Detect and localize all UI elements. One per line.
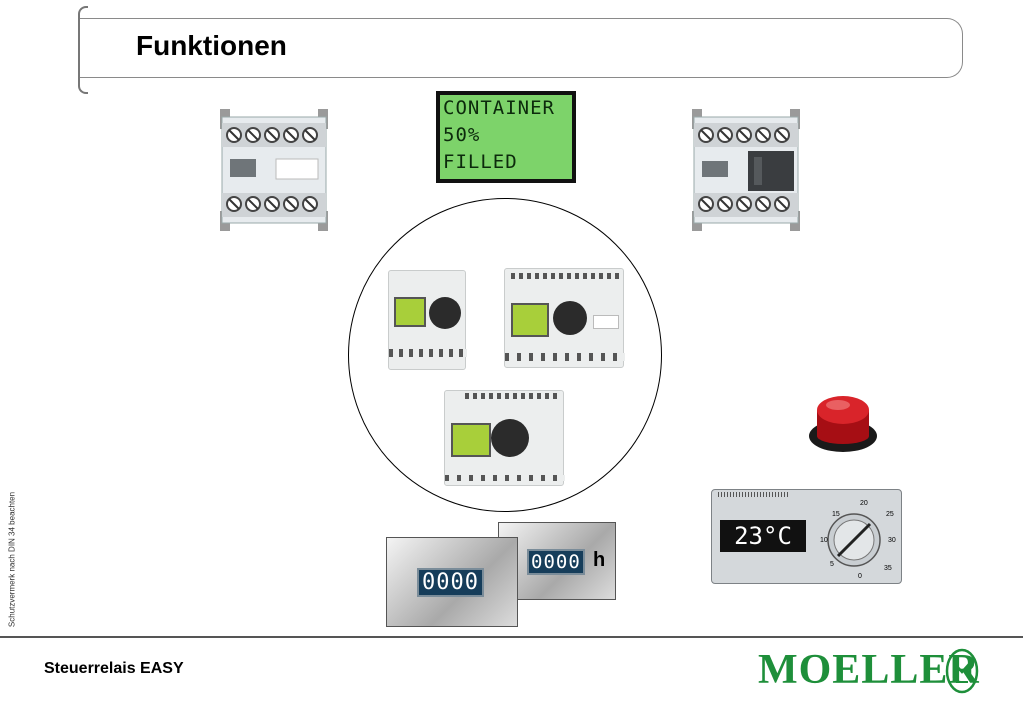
dial-label-30: 30	[888, 537, 896, 544]
dial-label-0: 0	[858, 573, 862, 580]
easy-lcd-screen	[394, 297, 426, 327]
easy-module-group	[348, 198, 662, 512]
lcd-line-1: CONTAINER	[443, 97, 555, 119]
dial-label-10: 10	[820, 537, 828, 544]
hour-counter: 0000 h	[498, 522, 616, 600]
easy-lcd-screen	[451, 423, 491, 457]
dial-label-35: 35	[884, 565, 892, 572]
easy-keypad	[491, 419, 529, 457]
dial-label-25: 25	[886, 511, 894, 518]
title-frame	[80, 18, 963, 78]
easy-lcd-screen	[511, 303, 549, 337]
copyright-note: Schutzvermerk nach DIN 34 beachten	[7, 491, 17, 628]
hour-counter-digits: 0000	[527, 549, 585, 575]
title-bracket	[78, 6, 88, 94]
pulse-counter-digits: 0000	[417, 568, 484, 597]
lcd-line-2: 50%	[443, 124, 481, 146]
easy-keypad	[553, 301, 587, 335]
easy-keypad	[429, 297, 461, 329]
easy-relay-small	[388, 270, 467, 370]
contactor-relay-icon	[220, 109, 328, 231]
footer-label: Steuerrelais EASY	[44, 660, 184, 677]
lcd-text-display: CONTAINER 50% FILLED	[436, 91, 576, 183]
contactor-relay-icon	[692, 109, 800, 231]
page-title: Funktionen	[136, 30, 287, 61]
moeller-emblem-icon	[945, 648, 979, 694]
easy-relay-medium	[504, 268, 625, 368]
easy-relay-large	[444, 390, 565, 486]
temperature-display: 23°C	[720, 520, 806, 552]
thermostat-panel: 23°C 5 10 15 20 25 30 35 0	[711, 489, 902, 584]
moeller-logo: MOELLER	[758, 647, 980, 693]
temperature-dial[interactable]: 5 10 15 20 25 30 35 0	[812, 496, 900, 580]
pulse-counter: 0000	[386, 537, 518, 627]
red-push-button-icon	[809, 396, 877, 452]
dial-label-5: 5	[830, 561, 834, 568]
dial-label-20: 20	[860, 500, 868, 507]
hour-unit: h	[593, 549, 606, 571]
lcd-line-3: FILLED	[443, 151, 518, 173]
footer-divider	[0, 636, 1023, 638]
dial-label-15: 15	[832, 511, 840, 518]
